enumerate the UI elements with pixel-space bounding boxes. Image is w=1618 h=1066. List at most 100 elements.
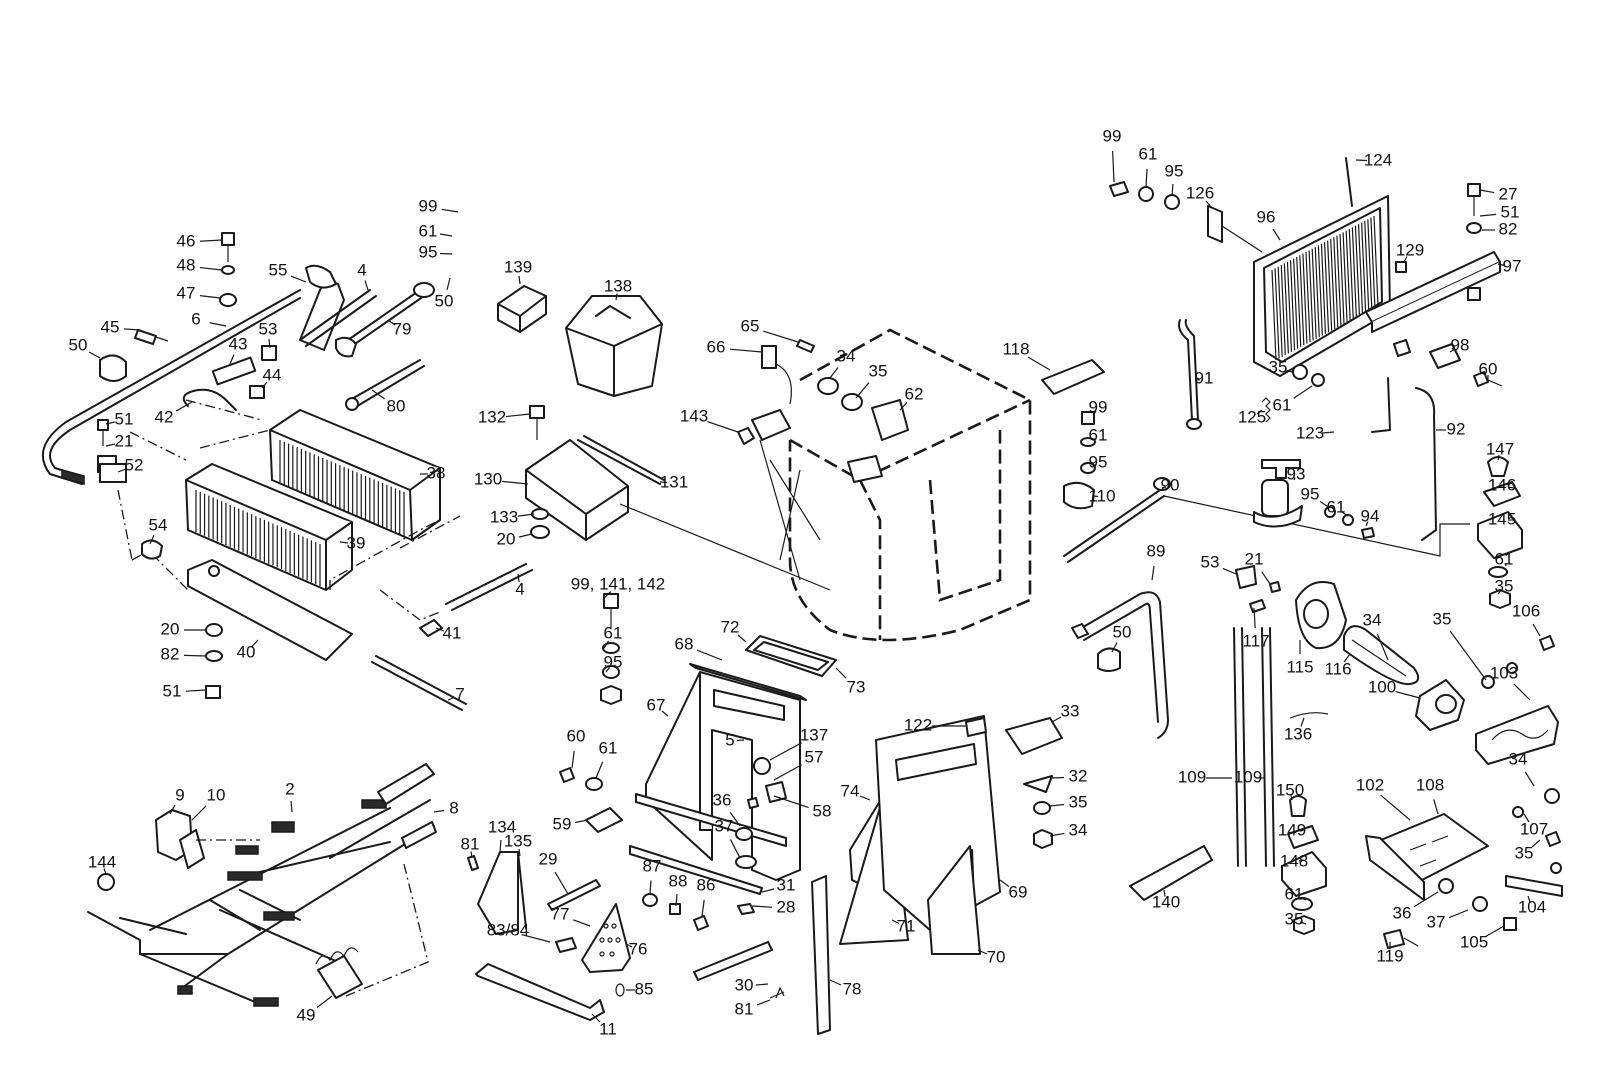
leader-line xyxy=(1051,716,1062,723)
leader-line xyxy=(1145,168,1148,187)
leader-line xyxy=(736,739,745,742)
leader-line xyxy=(1293,385,1313,399)
leader-line xyxy=(1355,159,1368,162)
leader-line xyxy=(199,266,223,271)
part-label: 95 xyxy=(1089,452,1108,471)
leader-line xyxy=(199,239,223,242)
fin-line xyxy=(1299,255,1305,346)
part-label: 70 xyxy=(987,947,1006,966)
part-label: 8 xyxy=(449,798,458,817)
leader-line xyxy=(1284,369,1293,373)
part-label: 92 xyxy=(1447,419,1466,438)
part-label: 89 xyxy=(1147,541,1166,560)
leader-line xyxy=(316,995,333,1008)
fin-line xyxy=(1311,248,1317,339)
part-label: 7 xyxy=(455,684,464,703)
part-label: 11 xyxy=(599,1019,617,1038)
part-label: 99 xyxy=(419,196,438,215)
part-label: 146 xyxy=(1488,475,1516,494)
part-label: 149 xyxy=(1278,820,1306,839)
part-label: 103 xyxy=(1490,663,1518,682)
part-label: 77 xyxy=(551,904,570,923)
part-label: 102 xyxy=(1356,775,1384,794)
part-label: 82 xyxy=(161,644,180,663)
part-label: 37 xyxy=(1427,912,1446,931)
leader-line xyxy=(149,534,155,545)
part-label: 118 xyxy=(1002,339,1029,358)
part-label: 81 xyxy=(735,999,754,1018)
part-label: 32 xyxy=(1069,766,1088,785)
leader-line xyxy=(571,750,575,769)
fin-line xyxy=(1361,222,1367,313)
part-label: 34 xyxy=(1363,610,1382,629)
part-label: 9 xyxy=(175,785,184,804)
part-label: 51 xyxy=(163,681,182,700)
part-label: 34 xyxy=(837,346,856,365)
leader-line xyxy=(855,382,870,399)
leader-line xyxy=(435,627,445,632)
part-label: 55 xyxy=(269,260,288,279)
part-label: 44 xyxy=(263,365,282,384)
leader-line xyxy=(1433,799,1439,815)
leader-lines xyxy=(88,150,1541,1023)
fin-line xyxy=(1314,247,1320,338)
part-label: 60 xyxy=(1479,359,1498,378)
fin-line xyxy=(1293,258,1299,349)
leader-line xyxy=(1163,889,1166,897)
part-label: 33 xyxy=(1061,701,1080,720)
leader-line xyxy=(1290,795,1293,801)
leader-line xyxy=(891,919,900,925)
part-label: 132 xyxy=(478,407,506,426)
leader-line xyxy=(554,871,569,895)
leader-line xyxy=(899,402,908,411)
leader-line xyxy=(517,573,520,583)
leader-line xyxy=(729,839,741,859)
part-label: 2 xyxy=(285,779,294,798)
leader-line xyxy=(117,468,127,473)
part-label: 95 xyxy=(1301,484,1320,503)
part-label: 93 xyxy=(1287,464,1306,483)
part-label: 48 xyxy=(177,255,196,274)
leader-line xyxy=(1449,630,1487,681)
leader-line xyxy=(1112,150,1115,183)
part-label: 35 xyxy=(1269,357,1288,376)
part-label: 137 xyxy=(800,725,828,744)
leader-line xyxy=(761,888,775,893)
leader-line xyxy=(518,848,521,857)
part-label: 51 xyxy=(115,409,134,428)
leader-line xyxy=(1479,189,1495,194)
part-label: 61 xyxy=(604,623,623,642)
part-label: 110 xyxy=(1088,486,1115,505)
leader-line xyxy=(209,322,227,327)
leader-line xyxy=(290,275,307,283)
leader-line xyxy=(773,795,809,809)
leader-line xyxy=(470,851,473,859)
leader-line xyxy=(605,667,610,673)
part-label: 95 xyxy=(419,242,438,261)
leader-line xyxy=(501,480,529,485)
part-label: 35 xyxy=(869,361,888,380)
leader-line xyxy=(1300,717,1305,727)
fin-line xyxy=(1286,261,1293,352)
fin-line xyxy=(1354,225,1361,316)
part-label: 126 xyxy=(1186,183,1214,202)
part-label: 61 xyxy=(1089,425,1108,444)
leader-line xyxy=(701,899,705,917)
leader-line xyxy=(268,338,271,349)
part-label: 97 xyxy=(1503,256,1522,275)
leader-line xyxy=(1027,356,1051,371)
part-label: 61 xyxy=(419,221,438,240)
leader-line xyxy=(595,761,604,779)
leader-line xyxy=(441,208,459,213)
leader-line xyxy=(603,591,612,599)
part-label: 61 xyxy=(1139,144,1158,163)
part-label: 35 xyxy=(1069,792,1088,811)
leader-line xyxy=(1343,653,1351,663)
fin-line xyxy=(1336,235,1342,326)
leader-line xyxy=(175,401,193,412)
part-label: 99 xyxy=(1103,126,1122,145)
part-label: 108 xyxy=(1416,775,1444,794)
part-label: 139 xyxy=(504,257,532,276)
part-label: 35 xyxy=(1433,609,1452,628)
part-label: 99, 141, 142 xyxy=(571,574,666,593)
